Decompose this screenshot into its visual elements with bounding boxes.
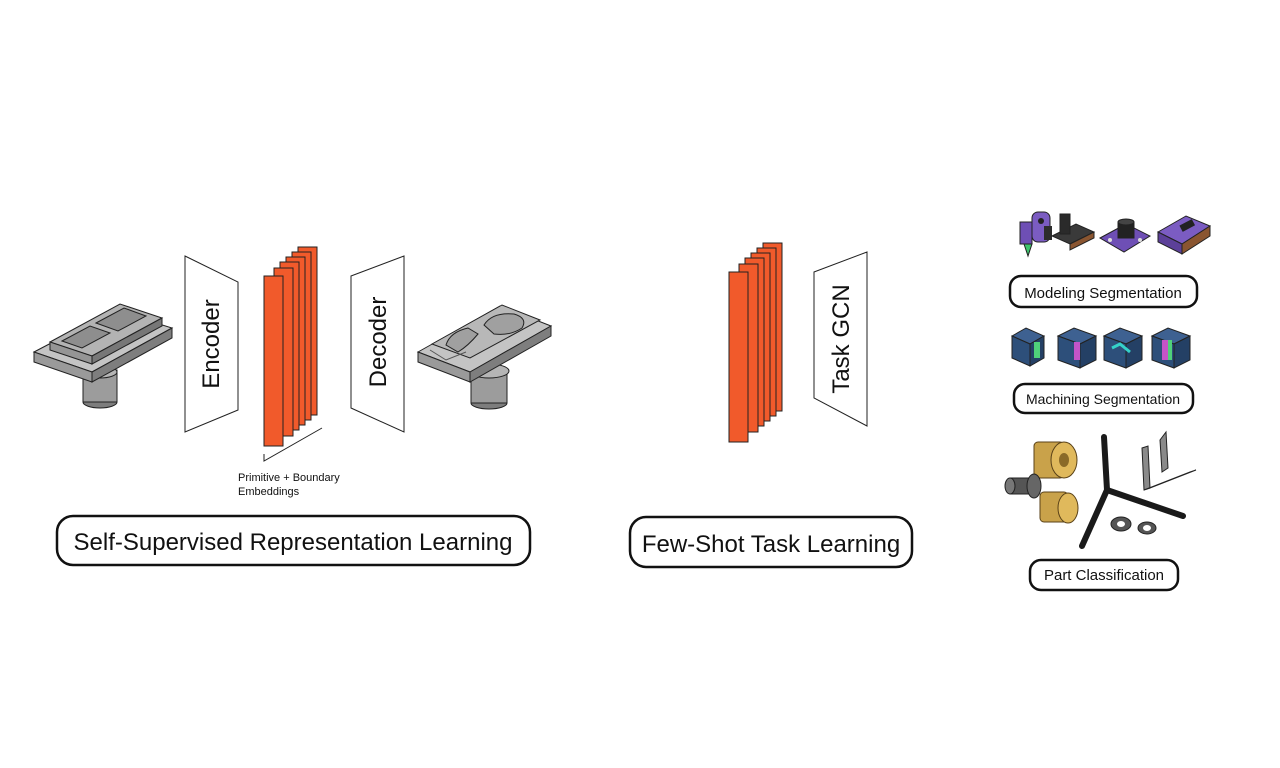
self-supervised-label-box: Self-Supervised Representation Learning — [55, 514, 532, 567]
decoder-label: Decoder — [365, 297, 392, 388]
machining-segmentation-box: Machining Segmentation — [1012, 382, 1195, 415]
reconstructed-cad-model — [416, 304, 553, 410]
few-shot-embedding-stack — [728, 242, 783, 443]
task-gcn-label: Task GCN — [828, 284, 855, 393]
machining-segmentation-parts — [1010, 327, 1192, 369]
self-supervised-label: Self-Supervised Representation Learning — [74, 529, 513, 556]
modeling-segmentation-box: Modeling Segmentation — [1008, 274, 1199, 309]
part-classification-parts — [1004, 430, 1197, 549]
input-cad-model — [32, 303, 174, 409]
encoder-label: Encoder — [198, 299, 225, 388]
machining-segmentation-label: Machining Segmentation — [1026, 391, 1180, 407]
part-classification-label: Part Classification — [1044, 567, 1164, 584]
few-shot-label-box: Few-Shot Task Learning — [628, 515, 914, 569]
embedding-stack — [263, 246, 323, 462]
part-classification-box: Part Classification — [1028, 558, 1180, 592]
embeddings-caption-line1: Primitive + Boundary — [238, 472, 340, 484]
few-shot-label: Few-Shot Task Learning — [642, 531, 900, 558]
modeling-segmentation-parts — [1019, 211, 1212, 258]
encoder-block: Encoder — [184, 255, 239, 433]
modeling-segmentation-label: Modeling Segmentation — [1024, 285, 1182, 302]
embeddings-caption-line2: Embeddings — [238, 486, 300, 498]
decoder-block: Decoder — [350, 255, 405, 433]
embedding-bracket — [263, 427, 323, 462]
task-gcn-block: Task GCN — [813, 251, 868, 427]
